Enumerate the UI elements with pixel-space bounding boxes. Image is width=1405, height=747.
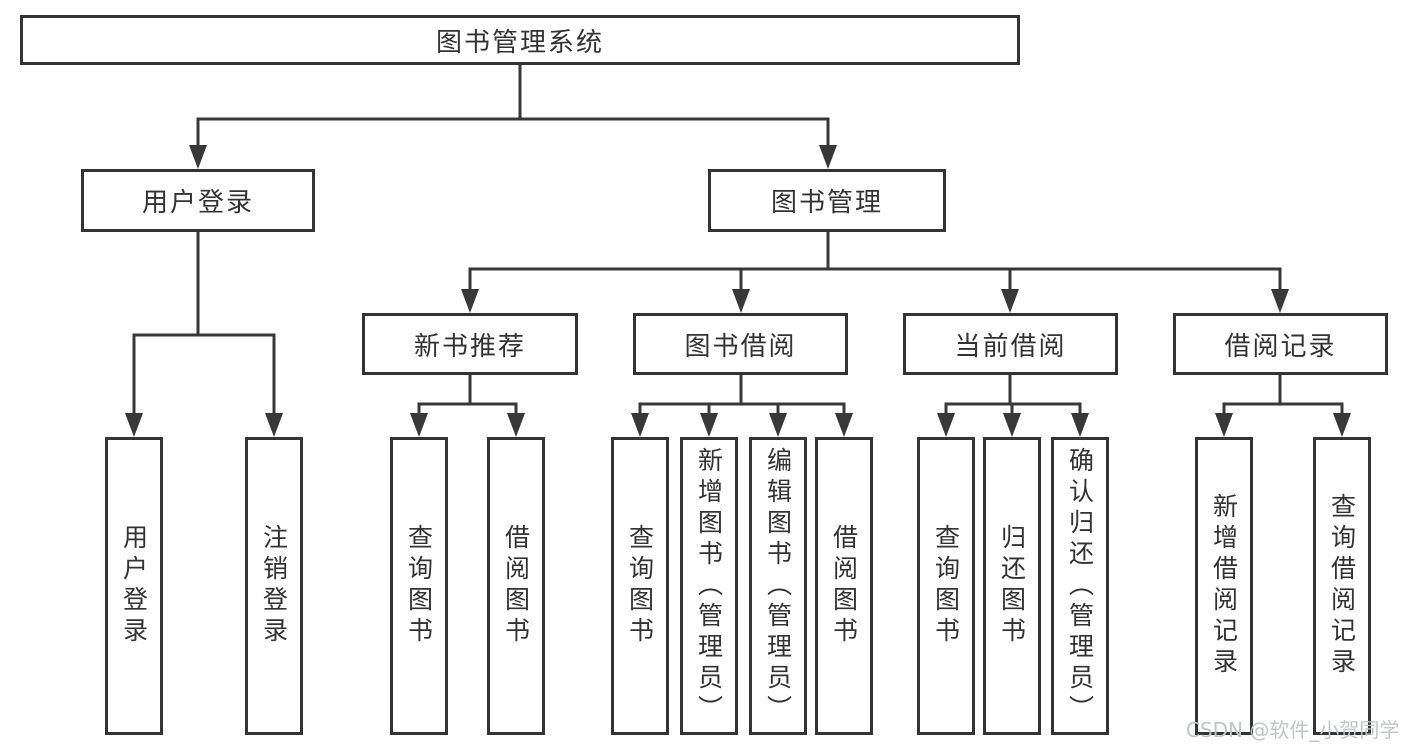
node-book-borrowing: 图书借阅 [633, 313, 848, 375]
node-label: 用户登录 [119, 524, 149, 648]
node-library-management-system: 图书管理系统 [20, 15, 1020, 65]
leaf-add-borrow-record: 新增借阅记录 [1195, 437, 1253, 735]
edge-book-mgmt-fan [468, 230, 1282, 293]
edge-borrow-records-fan [1222, 373, 1344, 417]
arrowhead [189, 145, 207, 169]
node-new-book-recommendation: 新书推荐 [362, 313, 578, 375]
arrowhead [410, 413, 428, 437]
node-label: 用户登录 [141, 188, 254, 218]
arrowhead [1003, 413, 1021, 437]
leaf-query-borrow-record: 查询借阅记录 [1313, 437, 1371, 735]
node-book-management: 图书管理 [708, 169, 946, 232]
leaf-confirm-return-admin: 确认归还（管理员） [1051, 437, 1109, 735]
node-label: 图书借阅 [684, 331, 797, 362]
leaf-user-login: 用户登录 [105, 437, 163, 735]
node-label: 借阅图书 [829, 524, 859, 648]
node-label: 注销登录 [259, 524, 289, 648]
csdn-watermark: CSDN @软件_小贺同学 [1186, 718, 1400, 742]
arrowhead [835, 413, 853, 437]
node-label: 当前借阅 [954, 331, 1067, 362]
arrowhead [461, 289, 479, 313]
arrowhead [1071, 413, 1089, 437]
leaf-query-books-recommendation: 查询图书 [390, 437, 448, 735]
leaf-add-books-admin: 新增图书（管理员） [680, 437, 738, 735]
edge-new-book-rec-fan [417, 373, 518, 417]
node-user-login: 用户登录 [81, 169, 315, 232]
edge-book-borrow-fan [638, 373, 846, 417]
edge-user-login-fan [132, 230, 276, 417]
leaf-query-books-borrowing: 查询图书 [611, 437, 669, 735]
node-borrowing-records: 借阅记录 [1173, 313, 1388, 375]
arrowhead [1271, 289, 1289, 313]
node-label: 图书管理系统 [435, 27, 604, 58]
leaf-query-books-current: 查询图书 [917, 437, 975, 735]
arrowhead [125, 413, 143, 437]
arrowhead [819, 145, 837, 169]
leaf-edit-books-admin: 编辑图书（管理员） [749, 437, 807, 735]
node-label: 新增图书（管理员） [694, 446, 724, 726]
arrowhead [1333, 413, 1351, 437]
node-label: 查询借阅记录 [1327, 493, 1357, 679]
leaf-borrow-books-borrowing: 借阅图书 [815, 437, 873, 735]
edge-root-trunk [196, 63, 830, 149]
node-label: 编辑图书（管理员） [763, 446, 793, 726]
leaf-return-books: 归还图书 [983, 437, 1041, 735]
node-label: 借阅图书 [501, 524, 531, 648]
arrowhead [769, 413, 787, 437]
node-label: 借阅记录 [1224, 331, 1337, 362]
arrowhead [937, 413, 955, 437]
node-label: 查询图书 [625, 524, 655, 648]
node-label: 查询图书 [404, 524, 434, 648]
arrowhead [700, 413, 718, 437]
node-label: 归还图书 [997, 524, 1027, 648]
leaf-borrow-books-recommendation: 借阅图书 [487, 437, 545, 735]
node-label: 新书推荐 [413, 331, 526, 362]
node-current-borrowing: 当前借阅 [903, 313, 1118, 375]
arrowhead [265, 413, 283, 437]
arrowhead [507, 413, 525, 437]
arrowhead [732, 289, 750, 313]
arrowhead [1215, 413, 1233, 437]
arrowhead [631, 413, 649, 437]
leaf-logout: 注销登录 [245, 437, 303, 735]
node-label: 图书管理 [770, 188, 883, 218]
arrowhead [1001, 289, 1019, 313]
edge-current-borrow-fan [944, 373, 1082, 417]
node-label: 新增借阅记录 [1209, 493, 1239, 679]
node-label: 确认归还（管理员） [1065, 446, 1095, 726]
node-label: 查询图书 [931, 524, 961, 648]
